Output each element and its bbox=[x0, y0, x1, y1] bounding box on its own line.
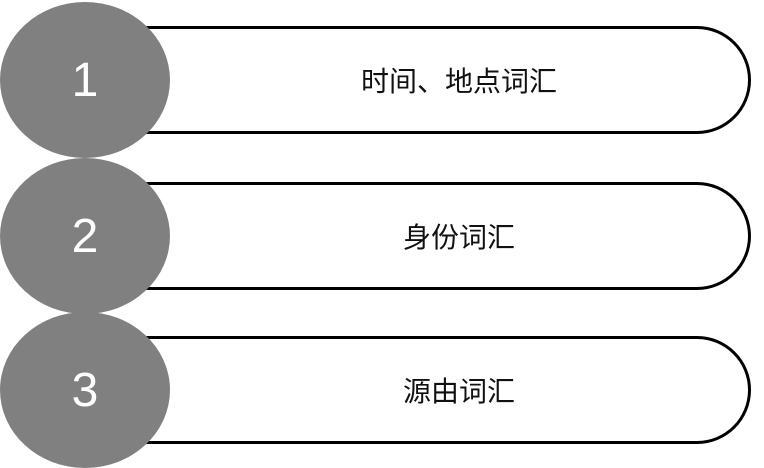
list-item-1: 时间、地点词汇 1 bbox=[0, 0, 764, 160]
pill-1: 时间、地点词汇 bbox=[130, 26, 751, 134]
pill-2: 身份词汇 bbox=[130, 182, 751, 290]
number-circle-1: 1 bbox=[0, 2, 170, 158]
number-circle-2: 2 bbox=[0, 158, 170, 314]
item-3-number: 3 bbox=[71, 363, 99, 417]
item-1-number: 1 bbox=[71, 53, 99, 107]
item-1-label: 时间、地点词汇 bbox=[360, 65, 557, 98]
item-2-number: 2 bbox=[71, 209, 99, 263]
list-item-2: 身份词汇 2 bbox=[0, 0, 764, 314]
item-3-label: 源由词汇 bbox=[402, 375, 515, 408]
pill-3: 源由词汇 bbox=[130, 336, 751, 444]
item-2-label: 身份词汇 bbox=[402, 221, 515, 254]
number-circle-3: 3 bbox=[0, 312, 170, 468]
